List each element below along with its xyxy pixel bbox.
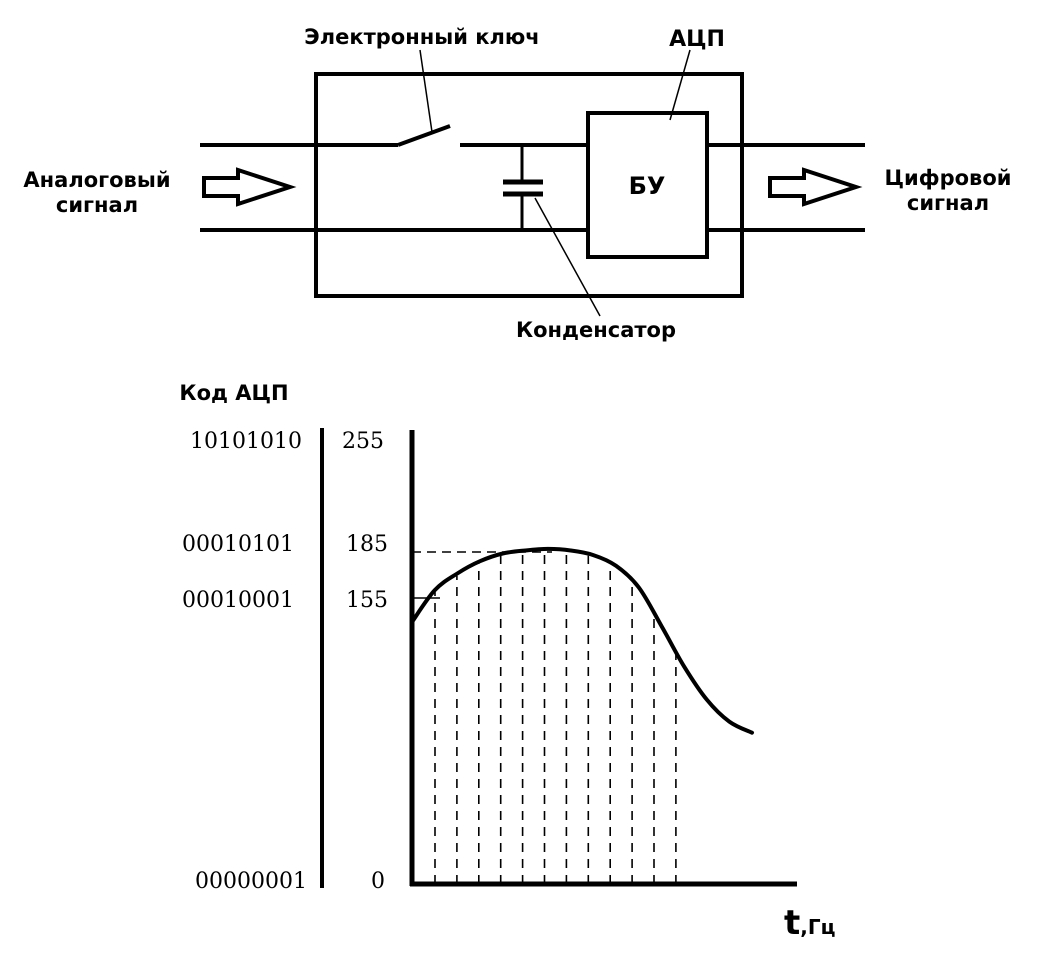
tick-label-0: 0	[371, 869, 385, 894]
plot-area	[409, 430, 797, 887]
capacitor-leader-line	[534, 197, 601, 317]
time-axis-label-unit: ,Гц	[800, 915, 835, 939]
ytick-values: 255 185 155 0	[342, 429, 388, 894]
switch-blade	[397, 124, 451, 147]
code-label-155: 00010001	[182, 588, 294, 613]
signal-curve	[410, 546, 754, 735]
tick-label-255: 255	[342, 429, 384, 454]
time-axis-label-main: t	[784, 903, 800, 943]
reference-lines	[412, 551, 552, 599]
block-diagram	[200, 49, 865, 317]
input-label-line1: Аналоговый	[23, 168, 170, 192]
tick-label-155: 155	[346, 588, 388, 613]
output-label-line2: сигнал	[907, 191, 989, 215]
capacitor-label: Конденсатор	[516, 318, 676, 342]
control-block-label: БУ	[629, 172, 666, 200]
time-axis-label: t,Гц	[784, 903, 835, 943]
adc-leader-line	[669, 49, 691, 121]
output-label-line1: Цифровой	[885, 166, 1012, 190]
ytick-codes: 10101010 00010101 00010001 00000001	[182, 429, 307, 894]
code-label-255: 10101010	[190, 429, 302, 454]
tick-label-185: 185	[346, 532, 388, 557]
adc-outer-box	[314, 72, 744, 298]
input-arrow-icon	[202, 167, 297, 207]
input-label-line2: сигнал	[56, 193, 138, 217]
switch-label: Электронный ключ	[304, 25, 539, 49]
code-label-185: 00010101	[182, 532, 294, 557]
sample-lines	[434, 550, 677, 884]
code-axis-title: Код АЦП	[179, 381, 288, 405]
code-label-0: 00000001	[195, 869, 307, 894]
output-arrow-icon	[768, 167, 863, 207]
adc-label: АЦП	[669, 27, 725, 52]
switch-leader-line	[419, 49, 433, 133]
control-block	[586, 111, 709, 259]
